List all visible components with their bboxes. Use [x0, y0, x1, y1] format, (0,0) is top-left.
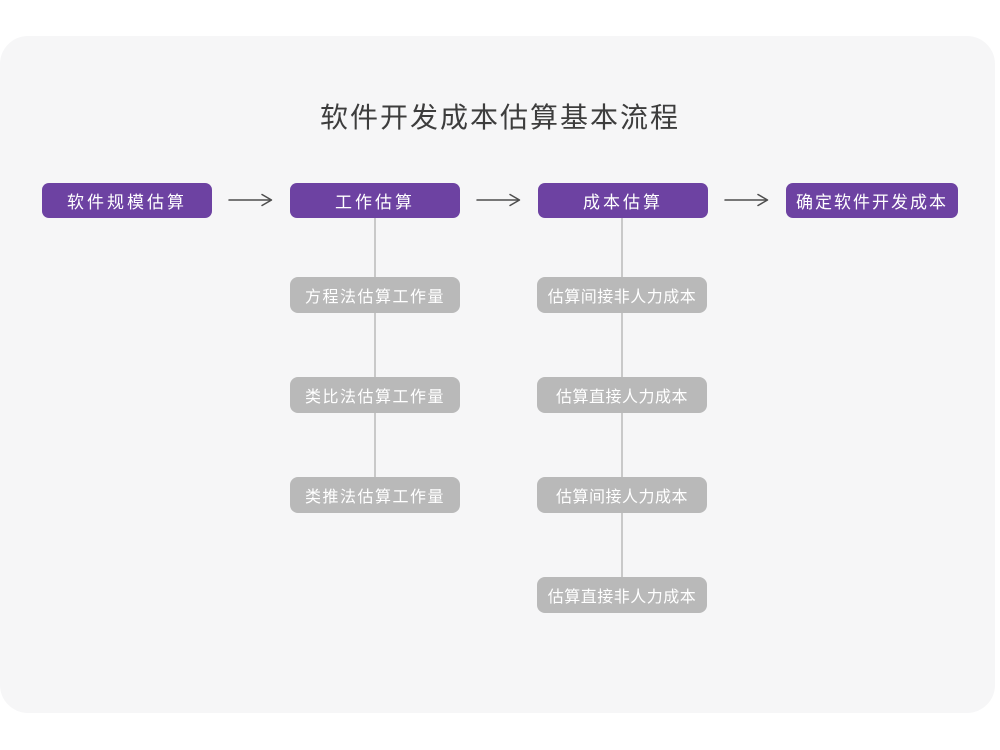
effort-method-extrapolation: 类推法估算工作量 [290, 477, 460, 513]
cost-step-indirect-non-labor: 估算间接非人力成本 [537, 277, 707, 313]
effort-method-equation: 方程法估算工作量 [290, 277, 460, 313]
cost-step-indirect-labor: 估算间接人力成本 [537, 477, 707, 513]
effort-method-analogy: 类比法估算工作量 [290, 377, 460, 413]
stage-determine-development-cost: 确定软件开发成本 [786, 183, 958, 218]
arrow-right-icon [228, 193, 274, 207]
connector-line-effort [374, 218, 376, 495]
stage-cost-estimation: 成本估算 [538, 183, 708, 218]
cost-step-direct-non-labor: 估算直接非人力成本 [537, 577, 707, 613]
flowchart-card [0, 36, 995, 713]
cost-step-direct-labor: 估算直接人力成本 [537, 377, 707, 413]
arrow-right-icon [724, 193, 770, 207]
arrow-right-icon [476, 193, 522, 207]
diagram-title: 软件开发成本估算基本流程 [319, 102, 680, 133]
stage-software-size-estimation: 软件规模估算 [42, 183, 212, 218]
stage-effort-estimation: 工作估算 [290, 183, 460, 218]
